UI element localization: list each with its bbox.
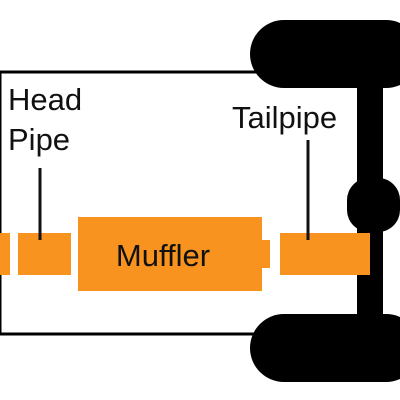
tailpipe: [280, 233, 370, 275]
head-pipe-label-line1: Head: [8, 82, 82, 117]
car-body-outline: [0, 70, 300, 336]
head-pipe-label-line2: Pipe: [8, 122, 70, 157]
muffler-inlet: [262, 240, 270, 268]
rear-tire-bottom: [250, 314, 400, 382]
differential: [347, 178, 400, 232]
head-pipe: [18, 233, 71, 275]
pipe-segment-left: [0, 233, 10, 275]
rear-tire-top: [250, 20, 400, 88]
tailpipe-label: Tailpipe: [232, 100, 337, 135]
muffler: [78, 217, 262, 291]
muffler-label: Muffler: [116, 238, 210, 273]
